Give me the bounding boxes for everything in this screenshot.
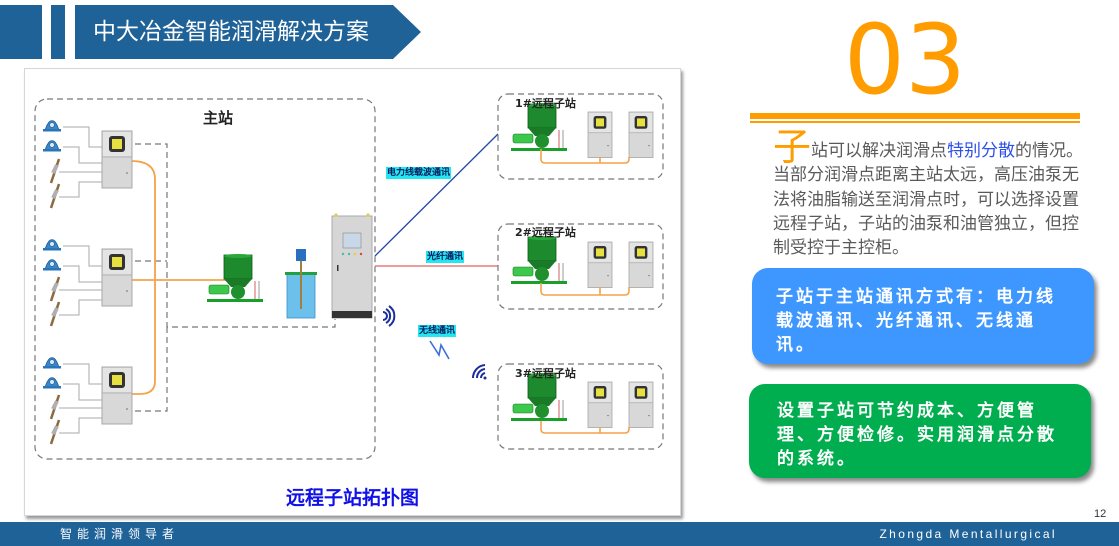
section-divider xyxy=(750,121,1080,123)
sub-station-label: 3#远程子站 xyxy=(515,367,576,380)
lubrication-cabinet xyxy=(101,248,133,307)
main-grease-pump xyxy=(206,253,264,303)
lubrication-cabinet xyxy=(101,366,133,425)
grease-drum xyxy=(285,249,317,319)
sensor-group-3 xyxy=(42,357,133,446)
sub-station-2 xyxy=(497,223,664,310)
header-stripe xyxy=(51,5,65,59)
page-number: 12 xyxy=(1094,508,1107,520)
diagram-caption: 远程子站拓扑图 xyxy=(285,487,419,509)
powerline-comm-label: 电力线载波通讯 xyxy=(386,167,452,179)
description-lead-char: 子 xyxy=(773,125,812,169)
wireless-signal-icon xyxy=(382,305,396,327)
description-paragraph: 子站可以解决润滑点特别分散的情况。当部分润滑点距离主站太远，高压油泵无法将油脂输… xyxy=(773,128,1084,260)
description-text: 的情况。当部分润滑点距离主站太远，高压油泵无法将油脂输送至润滑点时，可以选择设置… xyxy=(773,141,1084,259)
sub-station-label: 1#远程子站 xyxy=(515,97,576,110)
sensor-group-2 xyxy=(42,239,133,328)
page-title: 中大冶金智能润滑解决方案 xyxy=(75,5,393,59)
wireless-signal-icon xyxy=(471,364,487,380)
main-control-cabinet xyxy=(331,213,373,319)
main-station-boundary xyxy=(34,98,376,460)
benefits-card: 设置子站可节约成本、方便管理、方便检修。实用润滑点分散的系统。 xyxy=(749,384,1091,478)
header-stripe xyxy=(0,5,42,59)
comm-methods-card: 子站于主站通讯方式有：电力线载波通讯、光纤通讯、无线通讯。 xyxy=(752,268,1094,364)
footer-bar: 智能润滑领导者 Zhongda Mentallurgical xyxy=(0,522,1119,546)
wireless-comm-label: 无线通讯 xyxy=(418,325,457,337)
sub-station-3 xyxy=(497,363,664,450)
section-divider xyxy=(750,113,1080,119)
sensor-group-1 xyxy=(42,120,133,210)
header-arrow-tip xyxy=(393,5,421,59)
footer-slogan: 智能润滑领导者 xyxy=(60,527,180,541)
footer-company: Zhongda Mentallurgical xyxy=(879,527,1057,541)
lubrication-cabinet xyxy=(101,130,133,189)
section-number: 03 xyxy=(843,4,967,116)
topology-svg xyxy=(34,93,664,460)
description-highlight: 特别分散 xyxy=(947,141,1016,161)
main-station-label: 主站 xyxy=(203,109,234,127)
grease-line xyxy=(130,160,156,395)
topology-diagram: 主站 1#远程子站 2#远程子站 3#远程子站 电力线载波通讯 光纤通讯 无线通… xyxy=(24,68,681,516)
powerline-link xyxy=(374,133,499,257)
fiber-comm-label: 光纤通讯 xyxy=(426,251,465,263)
sub-station-label: 2#远程子站 xyxy=(515,226,576,239)
lightning-icon xyxy=(429,340,450,360)
sub-station-1 xyxy=(497,93,664,180)
description-text: 站可以解决润滑点 xyxy=(811,141,948,161)
